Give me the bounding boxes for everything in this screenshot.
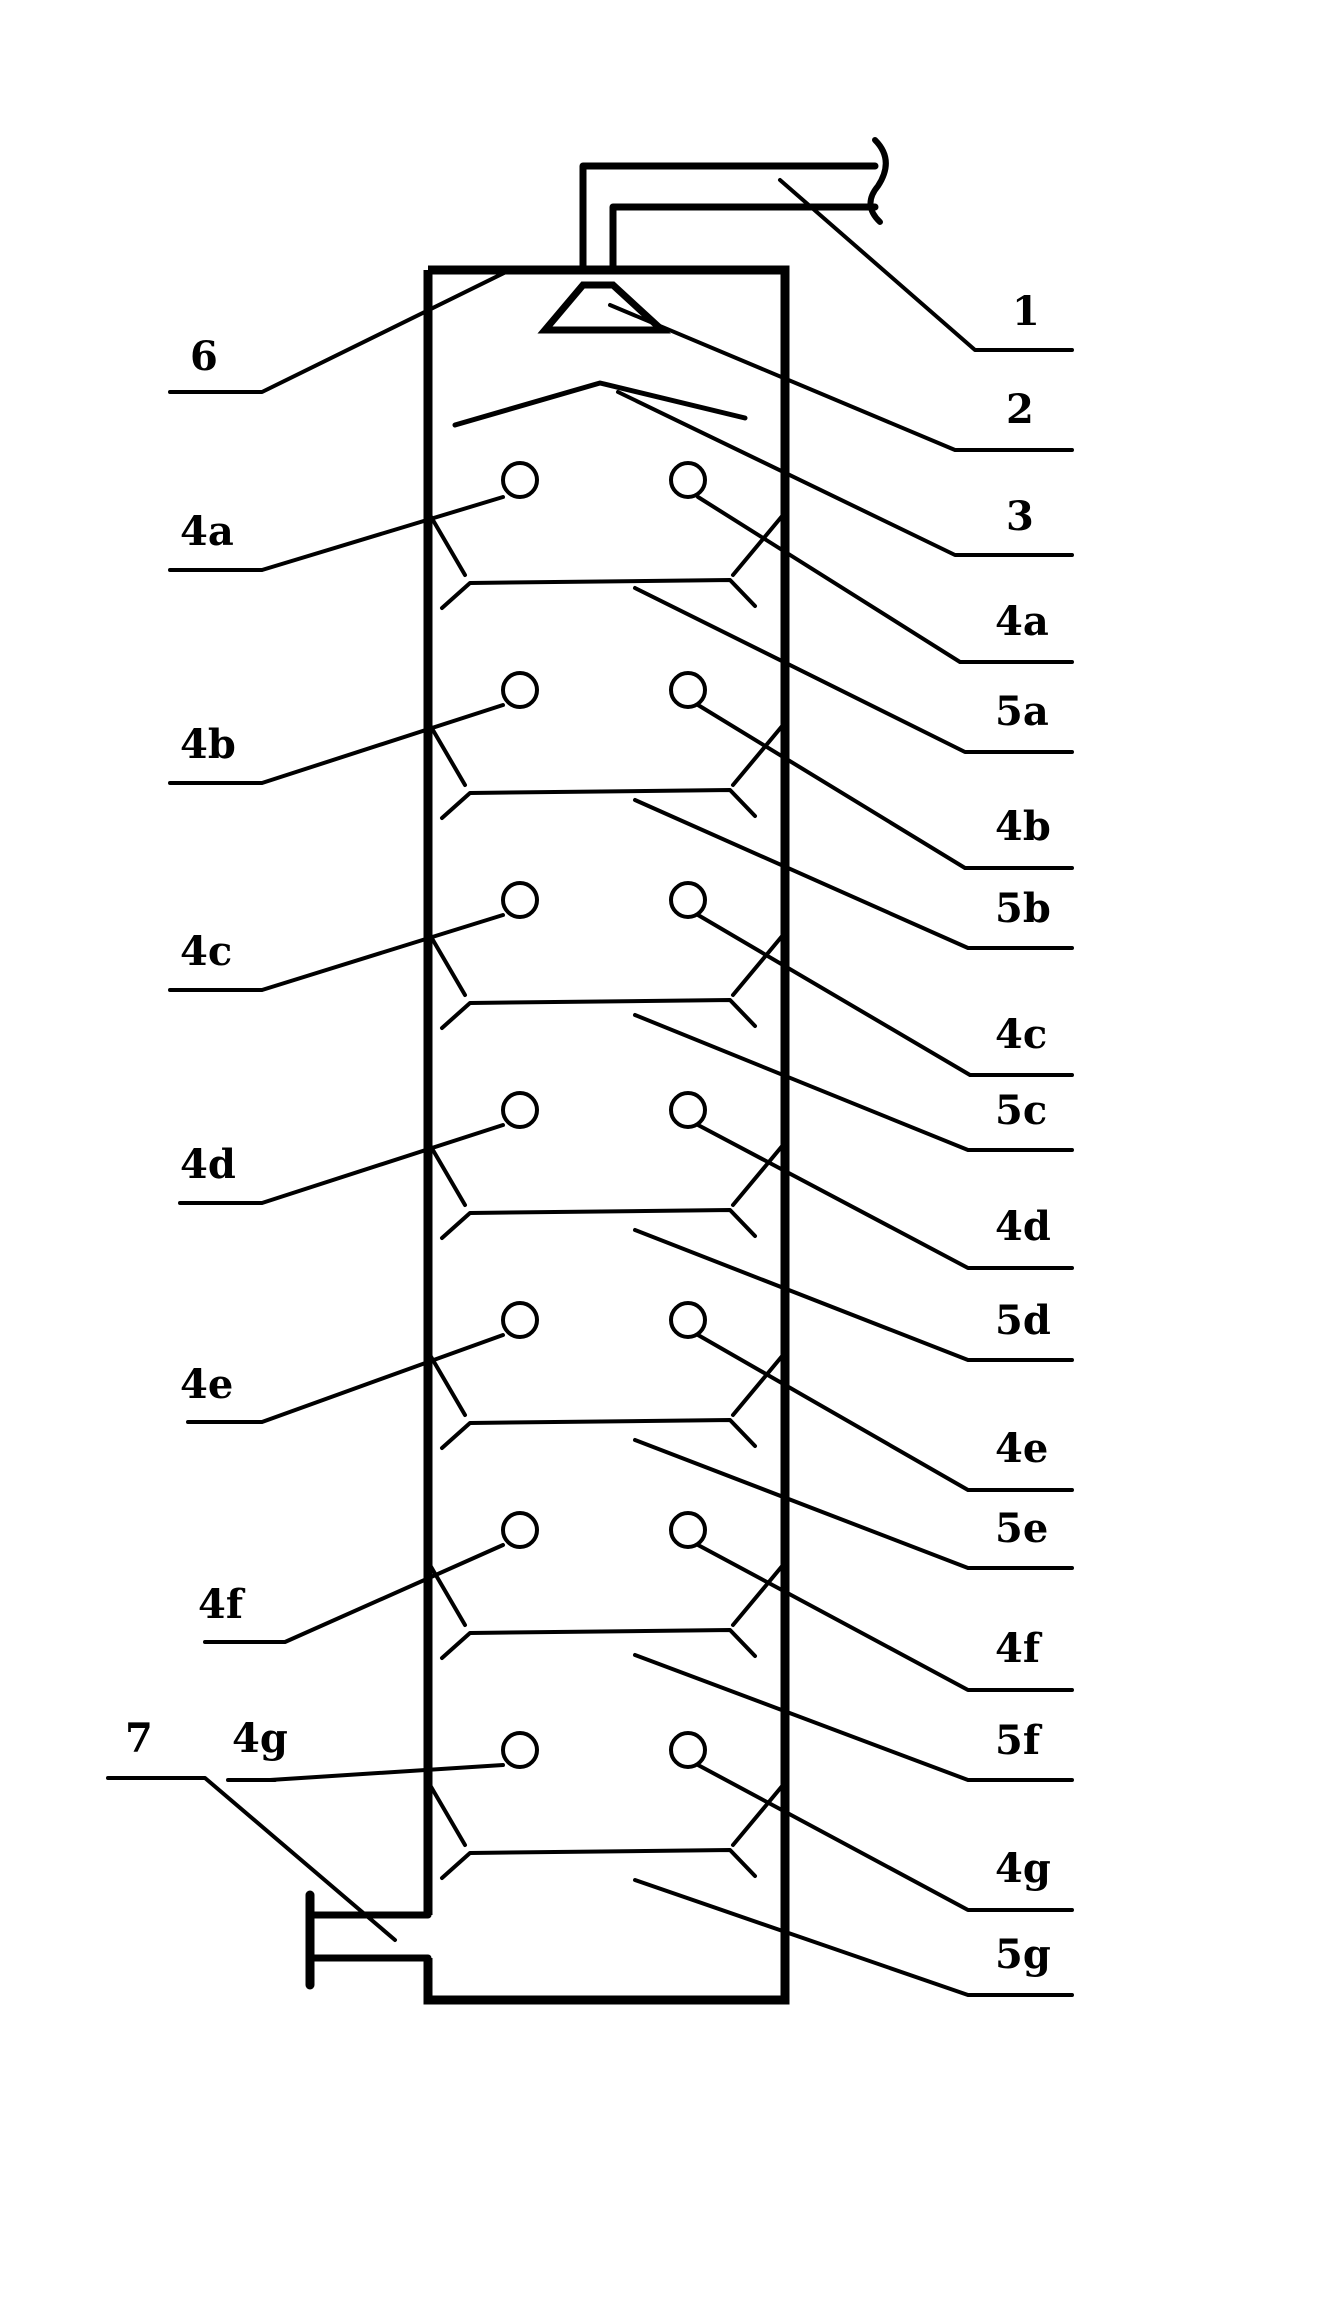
leader-r5b xyxy=(633,798,1074,950)
leader-r5e xyxy=(633,1438,1074,1570)
guide-left-e xyxy=(428,1353,467,1417)
nozzle-left-a xyxy=(501,461,539,499)
tray-f xyxy=(440,1628,757,1660)
label-r5e: 5e xyxy=(995,1505,1048,1552)
nozzle-left-d xyxy=(501,1091,539,1129)
leader-r5d xyxy=(633,1228,1074,1362)
guide-left-g xyxy=(428,1783,467,1847)
inlet-pipe xyxy=(579,137,889,274)
label-l4c: 4c xyxy=(180,928,232,975)
label-l4e: 4e xyxy=(180,1361,233,1408)
guide-right-f xyxy=(731,1563,785,1627)
label-l4d: 4d xyxy=(180,1141,236,1188)
label-r4e: 4e xyxy=(995,1425,1048,1472)
leader-r4b xyxy=(696,703,1074,870)
label-r4d: 4d xyxy=(995,1203,1051,1250)
leader-2 xyxy=(608,303,1074,452)
label-l4a: 4a xyxy=(180,508,234,555)
label-l4f: 4f xyxy=(198,1581,246,1628)
label-r5c: 5c xyxy=(995,1087,1047,1134)
guide-right-a xyxy=(731,513,785,577)
guide-left-c xyxy=(428,933,467,997)
distributor-funnel xyxy=(537,281,671,334)
guide-left-a xyxy=(428,513,467,577)
leader-3 xyxy=(616,390,1074,557)
leader-l4a xyxy=(168,495,505,572)
leader-l4d xyxy=(178,1123,505,1205)
leader-r5f xyxy=(633,1653,1074,1782)
guide-right-g xyxy=(731,1783,785,1847)
tray-e xyxy=(440,1418,757,1450)
nozzle-left-e xyxy=(501,1301,539,1339)
label-6: 6 xyxy=(190,333,218,380)
label-r4b: 4b xyxy=(995,803,1051,850)
stages xyxy=(428,461,785,1880)
nozzle-left-b xyxy=(501,671,539,709)
leader-l4e xyxy=(186,1333,505,1424)
leader-r5c xyxy=(633,1013,1074,1152)
leader-r4g xyxy=(696,1763,1074,1912)
leader-l4f xyxy=(203,1543,505,1644)
label-r5d: 5d xyxy=(995,1297,1051,1344)
leader-lines xyxy=(106,178,1074,1997)
label-r4g: 4g xyxy=(995,1845,1051,1892)
leader-r5a xyxy=(633,586,1074,754)
label-r5f: 5f xyxy=(995,1717,1043,1764)
guide-right-b xyxy=(731,723,785,787)
nozzle-left-g xyxy=(501,1731,539,1769)
guide-left-d xyxy=(428,1143,467,1207)
labels: 1 2 3 4a 5a 4b 5b 4c 5c 4d 5d 4e 5e 4f 5… xyxy=(125,288,1051,1978)
tray-g xyxy=(440,1848,757,1880)
top-baffle xyxy=(452,380,748,428)
nozzle-right-a xyxy=(669,461,707,499)
tray-b xyxy=(440,788,757,820)
column-shell xyxy=(423,265,790,2005)
label-l4g: 4g xyxy=(232,1715,288,1762)
tray-c xyxy=(440,998,757,1030)
guide-left-b xyxy=(428,723,467,787)
label-r4a: 4a xyxy=(995,598,1049,645)
nozzle-left-c xyxy=(501,881,539,919)
label-3: 3 xyxy=(1006,493,1034,540)
nozzle-right-g xyxy=(669,1731,707,1769)
label-r5b: 5b xyxy=(995,885,1051,932)
label-l4b: 4b xyxy=(180,721,236,768)
leader-r4f xyxy=(696,1543,1074,1692)
leader-r4c xyxy=(696,913,1074,1077)
nozzle-right-c xyxy=(669,881,707,919)
nozzle-right-b xyxy=(669,671,707,709)
leader-l4g xyxy=(268,1763,505,1782)
nozzle-right-e xyxy=(669,1301,707,1339)
leader-l4c xyxy=(168,913,505,992)
tray-d xyxy=(440,1208,757,1240)
label-r4c: 4c xyxy=(995,1011,1047,1058)
nozzle-right-d xyxy=(669,1091,707,1129)
label-2: 2 xyxy=(1006,386,1034,433)
label-r5g: 5g xyxy=(995,1931,1051,1978)
leader-6 xyxy=(168,268,512,394)
guide-right-e xyxy=(731,1353,785,1417)
leader-r4d xyxy=(696,1123,1074,1270)
leader-r4e xyxy=(696,1333,1074,1492)
label-r5a: 5a xyxy=(995,688,1049,735)
leader-r4a xyxy=(696,495,1074,664)
leader-1 xyxy=(778,178,1074,352)
label-1: 1 xyxy=(1012,288,1040,335)
tray-a xyxy=(440,578,757,610)
outlet-pipe xyxy=(305,1890,432,1990)
leader-r5g xyxy=(633,1878,1074,1997)
leader-7 xyxy=(106,1776,397,1942)
leader-l4b xyxy=(168,703,505,785)
label-7: 7 xyxy=(125,1715,153,1762)
guide-right-d xyxy=(731,1143,785,1207)
guide-right-c xyxy=(731,933,785,997)
label-r4f: 4f xyxy=(995,1625,1043,1672)
nozzle-left-f xyxy=(501,1511,539,1549)
nozzle-right-f xyxy=(669,1511,707,1549)
